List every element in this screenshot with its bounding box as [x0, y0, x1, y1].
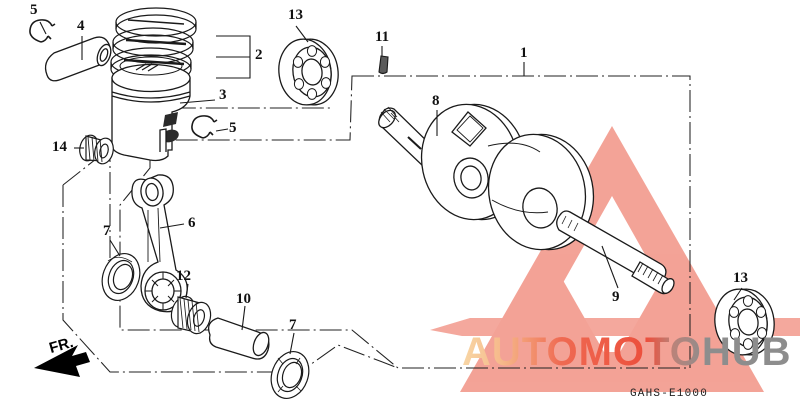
part-code-label: GAHS-E1000 — [630, 388, 709, 400]
woodruff-key-11 — [378, 55, 389, 75]
callout-6-connecting-rod: 6 — [188, 215, 196, 231]
main-bearing-13-top — [278, 38, 339, 106]
callout-4-piston-pin: 4 — [77, 18, 85, 34]
crank-pin-10 — [207, 317, 270, 360]
callout-2-piston-rings: 2 — [255, 47, 263, 63]
main-bearing-13-bottom — [714, 288, 775, 356]
watermark-logo — [430, 126, 800, 392]
crank-pin-bearing-12 — [170, 295, 212, 335]
circlip-5-left — [29, 19, 56, 43]
callout-3-piston: 3 — [219, 87, 227, 103]
piston-pin-part4 — [44, 36, 112, 82]
boundary-dash-dot — [119, 75, 691, 369]
piston-body — [111, 56, 191, 162]
thrust-washer-7-right — [270, 351, 310, 399]
callout-14-small-end-bearing: 14 — [52, 139, 67, 155]
callout-9-taper-shaft: 9 — [612, 289, 620, 305]
callout-13-bearing-top: 13 — [288, 7, 303, 23]
circlip-5-right — [191, 115, 218, 139]
callout-7-washer-right: 7 — [289, 317, 297, 333]
callout-7-washer-left: 7 — [103, 223, 111, 239]
watermark-brand-text: AUTOMOTOHUB — [462, 330, 792, 374]
callout-5-right: 5 — [229, 120, 237, 136]
callout-10-crank-pin: 10 — [236, 291, 251, 307]
connecting-rod-6 — [131, 174, 188, 313]
callout-8-crank-shaft: 8 — [432, 93, 440, 109]
callout-5-top-left: 5 — [30, 2, 38, 18]
callout-11-woodruff-key: 11 — [375, 29, 390, 45]
callout-1-crankshaft-assembly: 1 — [520, 45, 528, 61]
front-direction-arrow — [34, 345, 90, 377]
needle-bearing-14 — [79, 134, 114, 165]
thrust-washer-7-left — [101, 253, 141, 301]
piston-rings-group — [110, 7, 197, 84]
leader-lines — [39, 21, 743, 355]
callout-12-crankpin-bearing: 12 — [176, 268, 191, 284]
crankshaft-assembly-1 — [378, 103, 675, 295]
callout-13-bearing-bottom: 13 — [733, 270, 748, 286]
